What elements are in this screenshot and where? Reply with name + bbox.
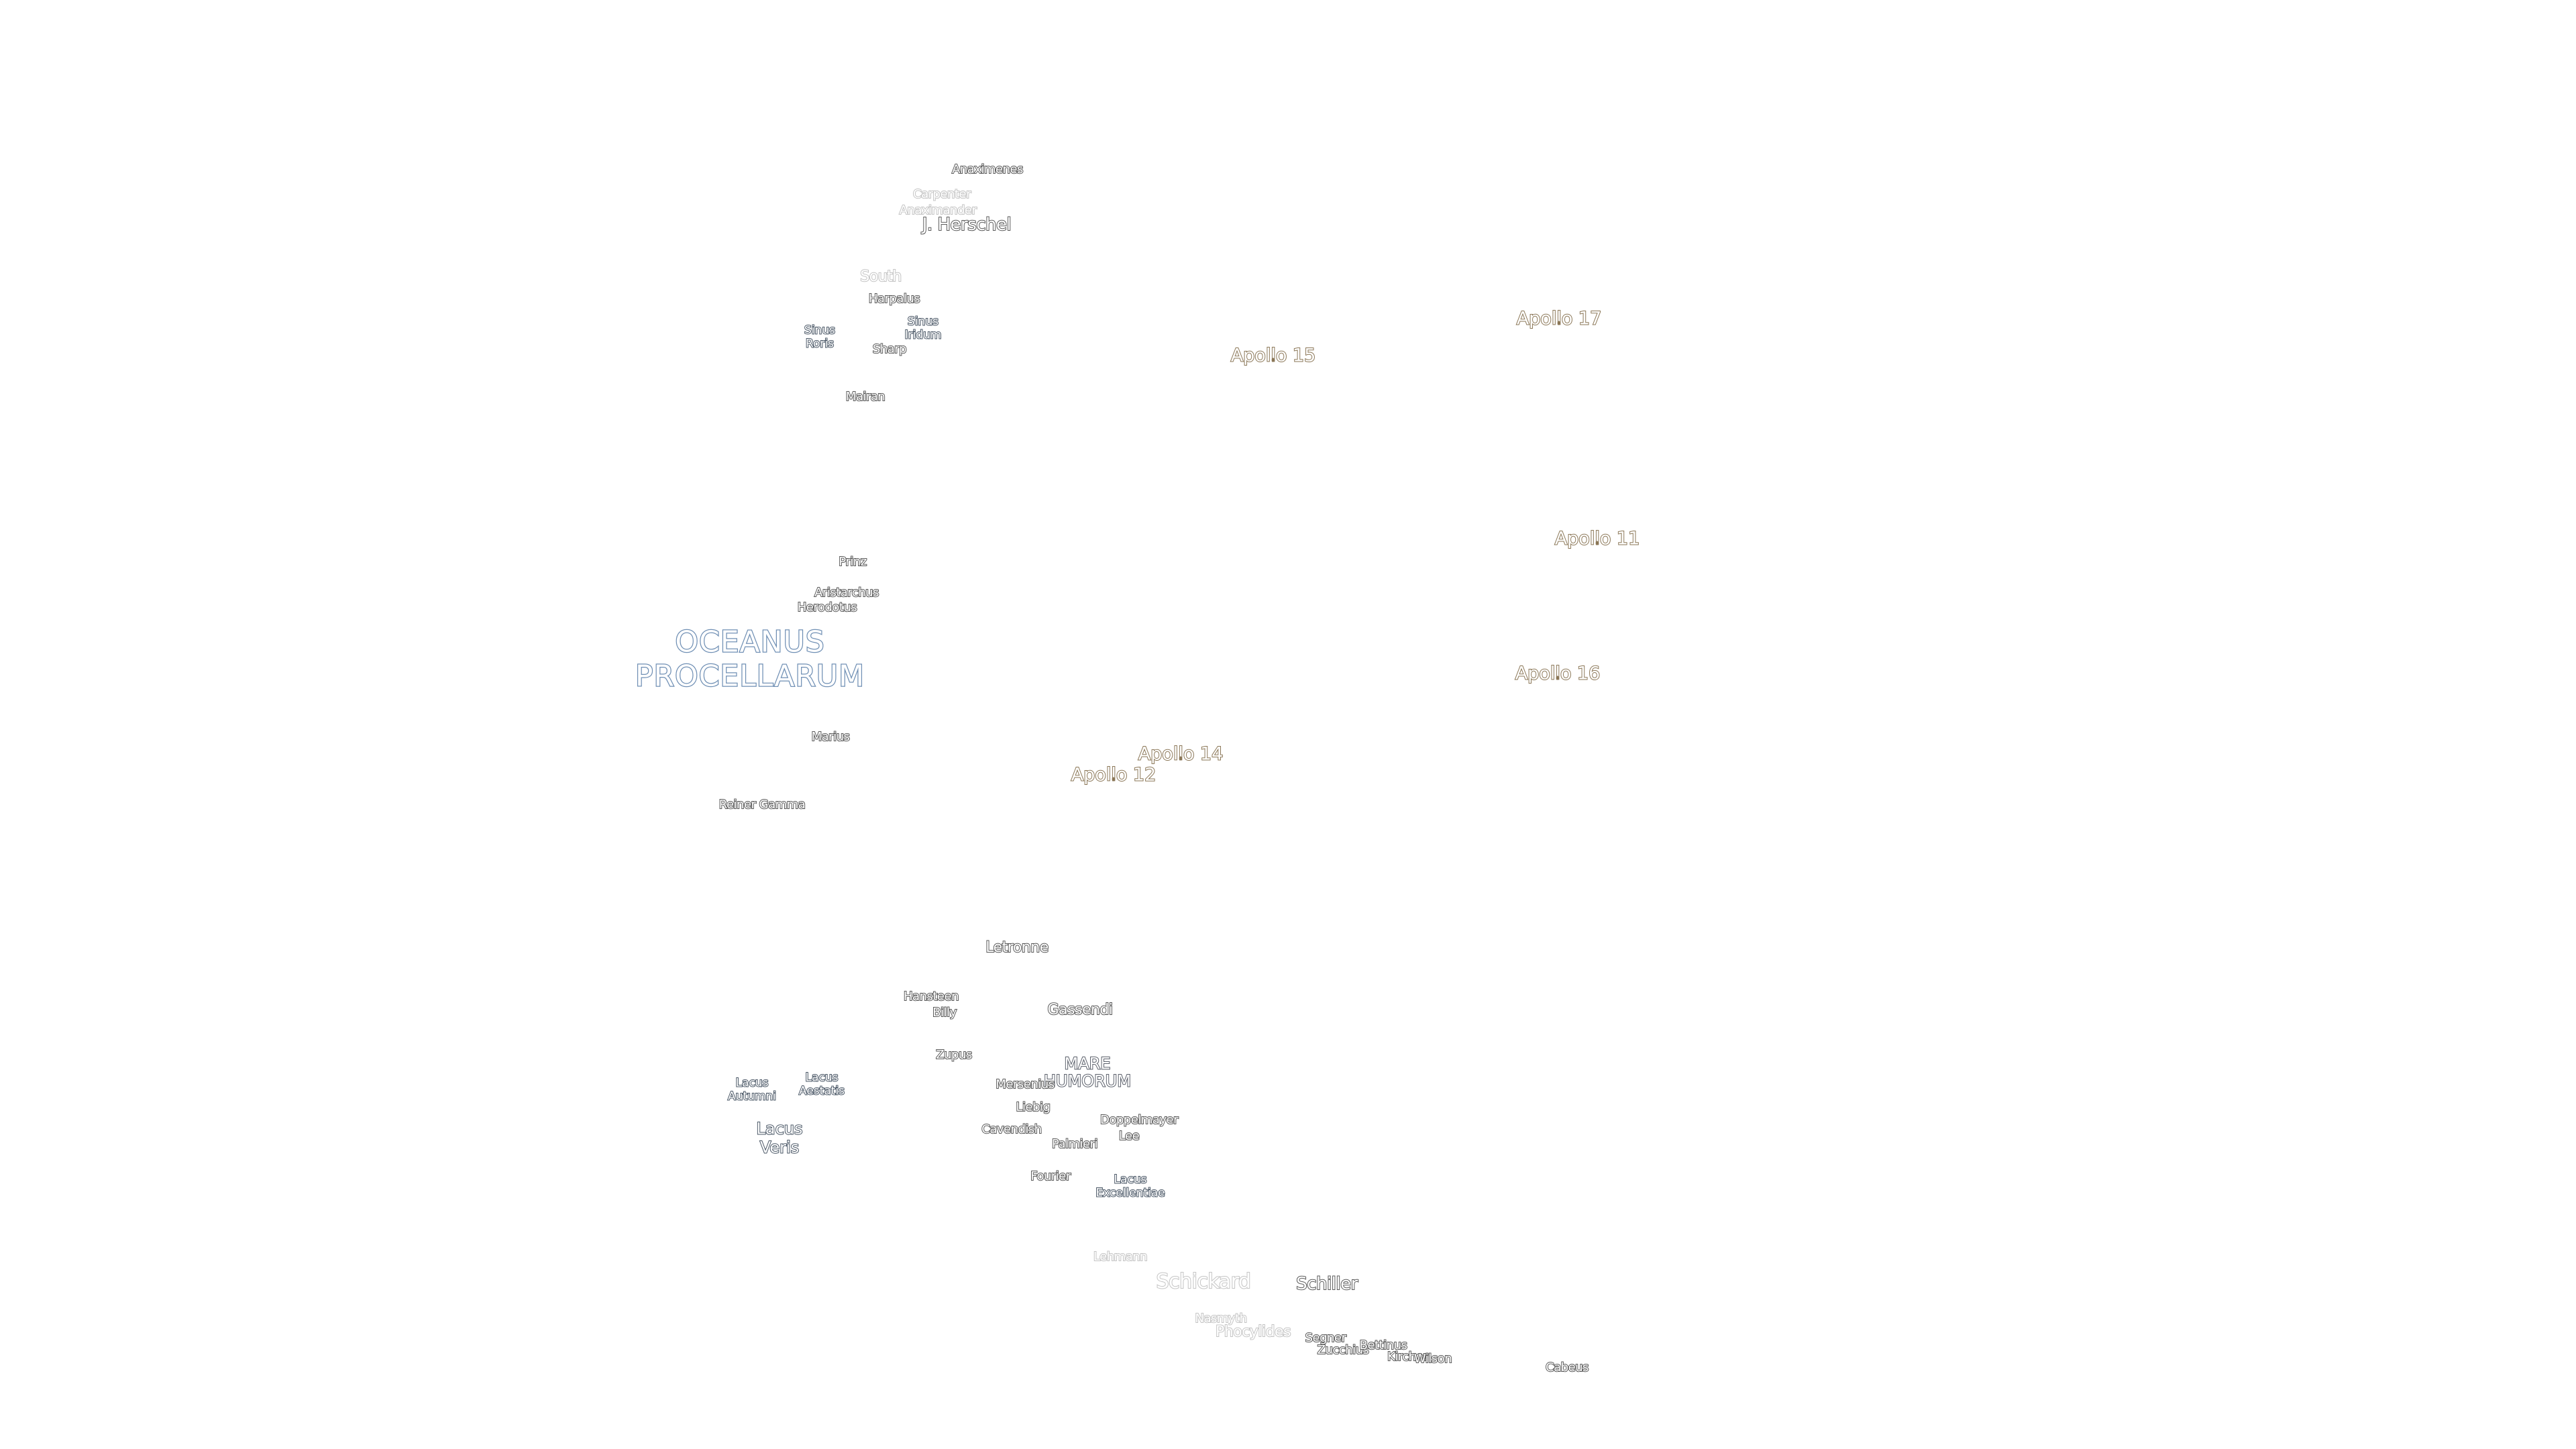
crater-label-reiner-gamma: Reiner Gamma <box>718 798 806 812</box>
crater-label-lehmann: Lehmann <box>1093 1250 1148 1264</box>
crater-label-wilson: Wilson <box>1413 1352 1453 1366</box>
crater-label-gassendi: Gassendi <box>1046 1002 1114 1018</box>
crater-label-marius: Marius <box>811 730 851 744</box>
crater-label-hansteen: Hansteen <box>903 989 959 1004</box>
crater-label-lee: Lee <box>1118 1129 1140 1143</box>
crater-label-sharp: Sharp <box>872 342 908 356</box>
crater-label-mairan: Mairan <box>845 390 886 404</box>
region-label-line: Lacus <box>735 1076 769 1090</box>
crater-label-phocylides: Phocylides <box>1215 1324 1291 1340</box>
region-label-line: HUMORUM <box>1043 1072 1132 1091</box>
region-label-line: Iridum <box>904 327 943 341</box>
apollo-site-label-apollo-16: Apollo 16 <box>1515 663 1601 684</box>
region-label-line: OCEANUS <box>674 625 825 660</box>
region-label-mare-humorum: MARE HUMORUM <box>1043 1054 1132 1091</box>
region-label-line: Autumni <box>727 1089 777 1103</box>
apollo-site-name: Apollo 11 <box>1554 528 1641 549</box>
crater-label-j-herschel: J. Herschel <box>922 215 1012 235</box>
crater-label-south: South <box>859 268 902 285</box>
apollo-site-name: Apollo 17 <box>1516 308 1603 329</box>
crater-label-anaximander: Anaximander <box>899 203 977 217</box>
landing-site-marker-icon <box>1179 756 1182 761</box>
crater-label-cabeus: Cabeus <box>1545 1360 1589 1375</box>
crater-label-doppelmayer: Doppelmayer <box>1099 1113 1179 1127</box>
region-label-sinus-iridum: Sinus Iridum <box>904 315 943 342</box>
crater-label-segner: Segner <box>1305 1331 1347 1345</box>
region-label-line: Lacus <box>1114 1173 1148 1187</box>
region-label-line: Lacus <box>805 1071 839 1085</box>
region-label-line: Excellentiae <box>1095 1185 1165 1199</box>
crater-label-billy: Billy <box>932 1006 957 1020</box>
crater-label-anaximenes: Anaximenes <box>951 162 1024 176</box>
crater-label-fourier: Fourier <box>1030 1169 1071 1183</box>
region-label-sinus-roris: Sinus Roris <box>804 323 836 351</box>
region-label-oceanus-procellarum: OCEANUS PROCELLARUM <box>635 625 865 694</box>
crater-label-nasmyth: Nasmyth <box>1194 1311 1248 1326</box>
apollo-site-label-apollo-15: Apollo 15 <box>1230 345 1317 366</box>
landing-site-marker-icon <box>1112 777 1115 782</box>
crater-label-zucchius: Zucchius <box>1317 1343 1370 1357</box>
apollo-site-name: Apollo 16 <box>1515 663 1601 684</box>
crater-label-schiller: Schiller <box>1295 1274 1358 1294</box>
region-label-line: Aestatis <box>798 1083 845 1097</box>
crater-label-prinz: Prinz <box>838 555 867 569</box>
region-label-line: Lacus <box>756 1119 804 1138</box>
crater-label-herodotus: Herodotus <box>797 600 858 614</box>
crater-label-letronne: Letronne <box>985 939 1049 956</box>
apollo-site-name: Apollo 14 <box>1138 743 1224 765</box>
region-label-line: Veris <box>759 1137 800 1157</box>
crater-label-zupus: Zupus <box>935 1048 973 1062</box>
landing-site-marker-icon <box>1596 541 1599 545</box>
region-label-lacus-aestatis: Lacus Aestatis <box>798 1071 845 1098</box>
landing-site-marker-icon <box>1556 676 1559 680</box>
region-label-line: Sinus <box>804 323 836 337</box>
apollo-site-label-apollo-11: Apollo 11 <box>1554 528 1641 549</box>
crater-label-harpalus: Harpalus <box>868 292 921 306</box>
region-label-lacus-autumni: Lacus Autumni <box>727 1076 777 1104</box>
region-label-lacus-veris: Lacus Veris <box>756 1119 804 1157</box>
region-label-line: Sinus <box>907 315 939 329</box>
apollo-site-label-apollo-17: Apollo 17 <box>1516 308 1603 329</box>
crater-label-liebig: Liebig <box>1016 1100 1051 1114</box>
region-label-line: MARE <box>1064 1054 1112 1073</box>
crater-label-schickard: Schickard <box>1156 1270 1252 1293</box>
apollo-site-label-apollo-14: Apollo 14 <box>1138 743 1224 765</box>
apollo-site-name: Apollo 15 <box>1230 345 1317 366</box>
region-label-lacus-excellentiae: Lacus Excellentiae <box>1095 1173 1165 1200</box>
crater-label-carpenter: Carpenter <box>912 187 971 201</box>
crater-label-bettinus: Bettinus <box>1359 1338 1408 1352</box>
crater-label-cavendish: Cavendish <box>981 1122 1042 1136</box>
crater-label-aristarchus: Aristarchus <box>814 586 879 600</box>
crater-label-mersenius: Mersenius <box>995 1077 1055 1091</box>
landing-site-marker-icon <box>1272 358 1275 362</box>
region-label-line: Roris <box>805 336 835 350</box>
apollo-site-name: Apollo 12 <box>1071 764 1157 786</box>
apollo-site-label-apollo-12: Apollo 12 <box>1071 764 1157 786</box>
crater-label-kircher: Kircher <box>1387 1350 1429 1364</box>
region-label-line: PROCELLARUM <box>635 658 865 694</box>
landing-site-marker-icon <box>1558 321 1560 325</box>
crater-label-palmieri: Palmieri <box>1051 1137 1099 1151</box>
